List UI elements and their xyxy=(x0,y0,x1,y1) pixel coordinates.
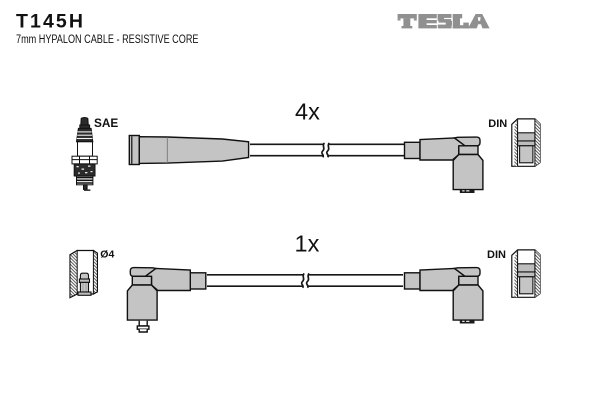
svg-text:1x: 1x xyxy=(295,231,320,257)
svg-text:7mm HYPALON CABLE - RESISTIVE: 7mm HYPALON CABLE - RESISTIVE CORE xyxy=(16,33,198,47)
svg-text:T145H: T145H xyxy=(16,11,85,33)
svg-text:DIN: DIN xyxy=(487,249,506,261)
svg-text:SAE: SAE xyxy=(94,116,118,130)
svg-text:Ø4: Ø4 xyxy=(100,249,114,261)
svg-text:4x: 4x xyxy=(295,99,320,125)
svg-text:DIN: DIN xyxy=(488,118,507,130)
